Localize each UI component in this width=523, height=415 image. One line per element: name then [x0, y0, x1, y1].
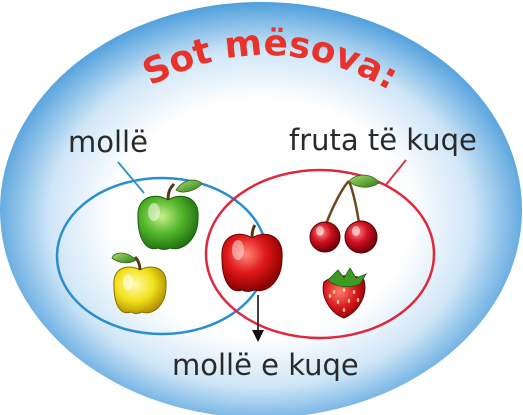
cherries-icon: [309, 174, 380, 254]
intersection-arrow: [252, 295, 264, 342]
set-label-apples: mollë: [68, 125, 148, 159]
yellow-apple-icon: [111, 252, 167, 314]
leader-line-red-fruits: [384, 159, 407, 187]
leader-line-apples: [117, 161, 145, 194]
red-apple-icon: [221, 224, 283, 292]
green-apple-icon: [137, 179, 203, 250]
set-label-red-fruits: fruta të kuqe: [289, 123, 477, 157]
set-circle-red-fruits: [204, 168, 436, 340]
strawberry-icon: [322, 267, 367, 319]
intersection-label: mollë e kuqe: [172, 348, 359, 382]
